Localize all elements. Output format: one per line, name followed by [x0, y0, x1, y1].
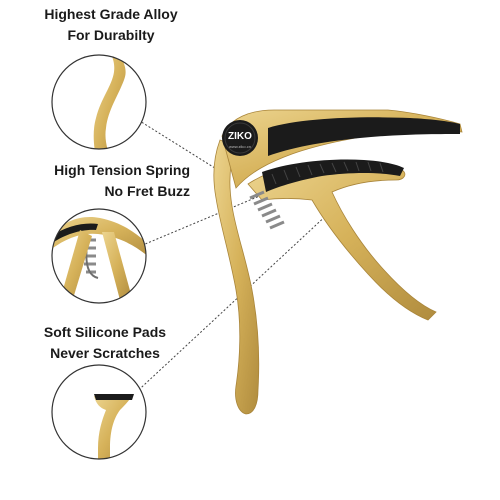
- brand-logo: ZIKO: [228, 131, 252, 142]
- brand-sub-logo: www.ziko.cn: [229, 144, 251, 149]
- feature-pad-callout: Soft Silicone Pads Never Scratches: [30, 322, 180, 364]
- capo-front-lever: [213, 139, 260, 415]
- feature-alloy-callout: Highest Grade Alloy For Durabilty: [36, 4, 186, 46]
- pivot-badge: [222, 120, 258, 156]
- feature-pad-line1: Soft Silicone Pads: [43, 324, 167, 340]
- feature-spring-line2: No Fret Buzz: [104, 183, 190, 199]
- leader-line-spring: [137, 194, 263, 248]
- capo-top-pad: [268, 117, 460, 156]
- pad-ridges: [271, 161, 384, 185]
- capo-spring: [249, 190, 285, 230]
- alloy-detail-magnifier: [51, 54, 147, 150]
- spring-detail-magnifier: [51, 208, 147, 304]
- capo-bottom-pad: [262, 159, 404, 192]
- feature-alloy-line1: Highest Grade Alloy: [44, 6, 178, 22]
- pad-detail-magnifier: [51, 364, 147, 460]
- leader-line-pad: [129, 211, 331, 399]
- leader-line-alloy: [134, 117, 219, 171]
- capo-body: [213, 109, 463, 415]
- feature-alloy-line2: For Durabilty: [67, 27, 155, 43]
- feature-spring-line1: High Tension Spring: [54, 162, 190, 178]
- leader-lines: [129, 117, 331, 399]
- feature-pad-line2: Never Scratches: [50, 345, 160, 361]
- feature-spring-callout: High Tension Spring No Fret Buzz: [30, 160, 190, 202]
